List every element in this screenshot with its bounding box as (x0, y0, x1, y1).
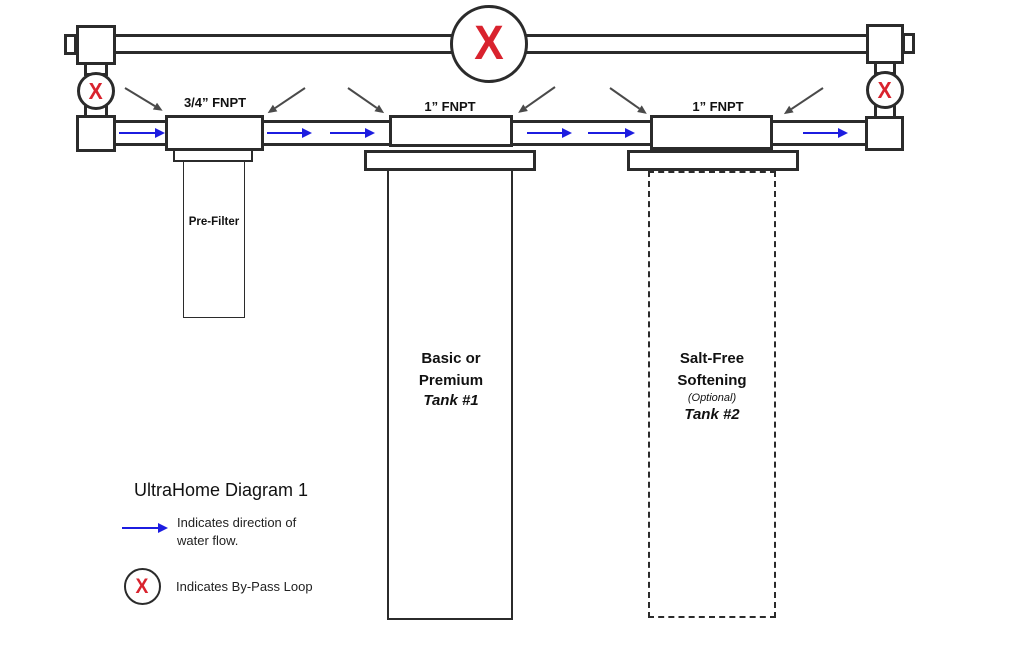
tank2-body (648, 171, 776, 618)
tank1-label-line3: Tank #1 (423, 392, 479, 409)
tank2-label-line4: Tank #2 (684, 406, 740, 423)
pointer-arrow-icon (609, 87, 641, 110)
tank1-label-line2: Premium (418, 371, 484, 389)
pointer-arrow-icon (124, 87, 156, 107)
tank1-port-label: 1” FNPT (424, 99, 476, 114)
diagram-title: UltraHome Diagram 1 (134, 480, 309, 500)
prefilter-collar (173, 149, 253, 162)
pointer-arrow-icon (790, 87, 824, 110)
x-icon: X (474, 17, 504, 70)
left-top-fitting (76, 25, 116, 65)
bypass-valve-indicator: X (450, 5, 528, 83)
flow-arrow-icon (588, 128, 635, 138)
pointer-arrow-icon (274, 87, 306, 109)
legend-flow-text-line1: Indicates direction of (177, 515, 297, 530)
left-top-tab (64, 34, 77, 55)
flow-arrow-icon (119, 128, 165, 138)
tank1-label: Basic or Premium Tank #1 (391, 348, 511, 411)
tank1-label-line1: Basic or (421, 350, 481, 367)
tank2-label-optional: (Optional) (687, 392, 737, 404)
left-bypass-valve: X (77, 72, 115, 110)
tank1-head (389, 115, 513, 147)
x-icon: X (877, 76, 893, 103)
legend-flow-text-line2: water flow. (177, 532, 239, 548)
left-inlet-fitting (76, 115, 116, 152)
legend-flow-arrow-icon (122, 523, 168, 533)
legend-bypass-icon: X (124, 568, 161, 605)
x-icon: X (136, 575, 149, 598)
flow-arrow-icon (803, 128, 848, 138)
tank2-label: Salt-Free Softening (Optional) Tank #2 (652, 348, 772, 425)
prefilter-head (165, 115, 264, 151)
tank2-label-line2: Softening (677, 371, 747, 389)
prefilter-name-label: Pre-Filter (188, 216, 240, 228)
right-top-fitting (866, 24, 904, 64)
flow-arrow-icon (267, 128, 312, 138)
legend-flow-text: Indicates direction of water flow. (177, 514, 327, 549)
pointer-arrow-icon (347, 87, 378, 109)
tank2-port-label: 1” FNPT (692, 99, 744, 114)
tank2-head (650, 115, 773, 150)
flow-arrow-icon (330, 128, 375, 138)
right-bypass-valve: X (866, 71, 904, 109)
prefilter-port-label: 3/4” FNPT (183, 95, 247, 110)
tank2-label-line1: Salt-Free (679, 350, 745, 367)
prefilter-body (183, 161, 245, 318)
pointer-arrow-icon (524, 86, 556, 109)
tank2-flange (627, 150, 799, 171)
right-outlet-fitting (865, 116, 904, 151)
flow-arrow-icon (527, 128, 572, 138)
tank1-flange (364, 150, 536, 171)
x-icon: X (88, 77, 104, 104)
legend-bypass-text: Indicates By-Pass Loop (176, 579, 313, 594)
tank1-body (387, 170, 513, 620)
